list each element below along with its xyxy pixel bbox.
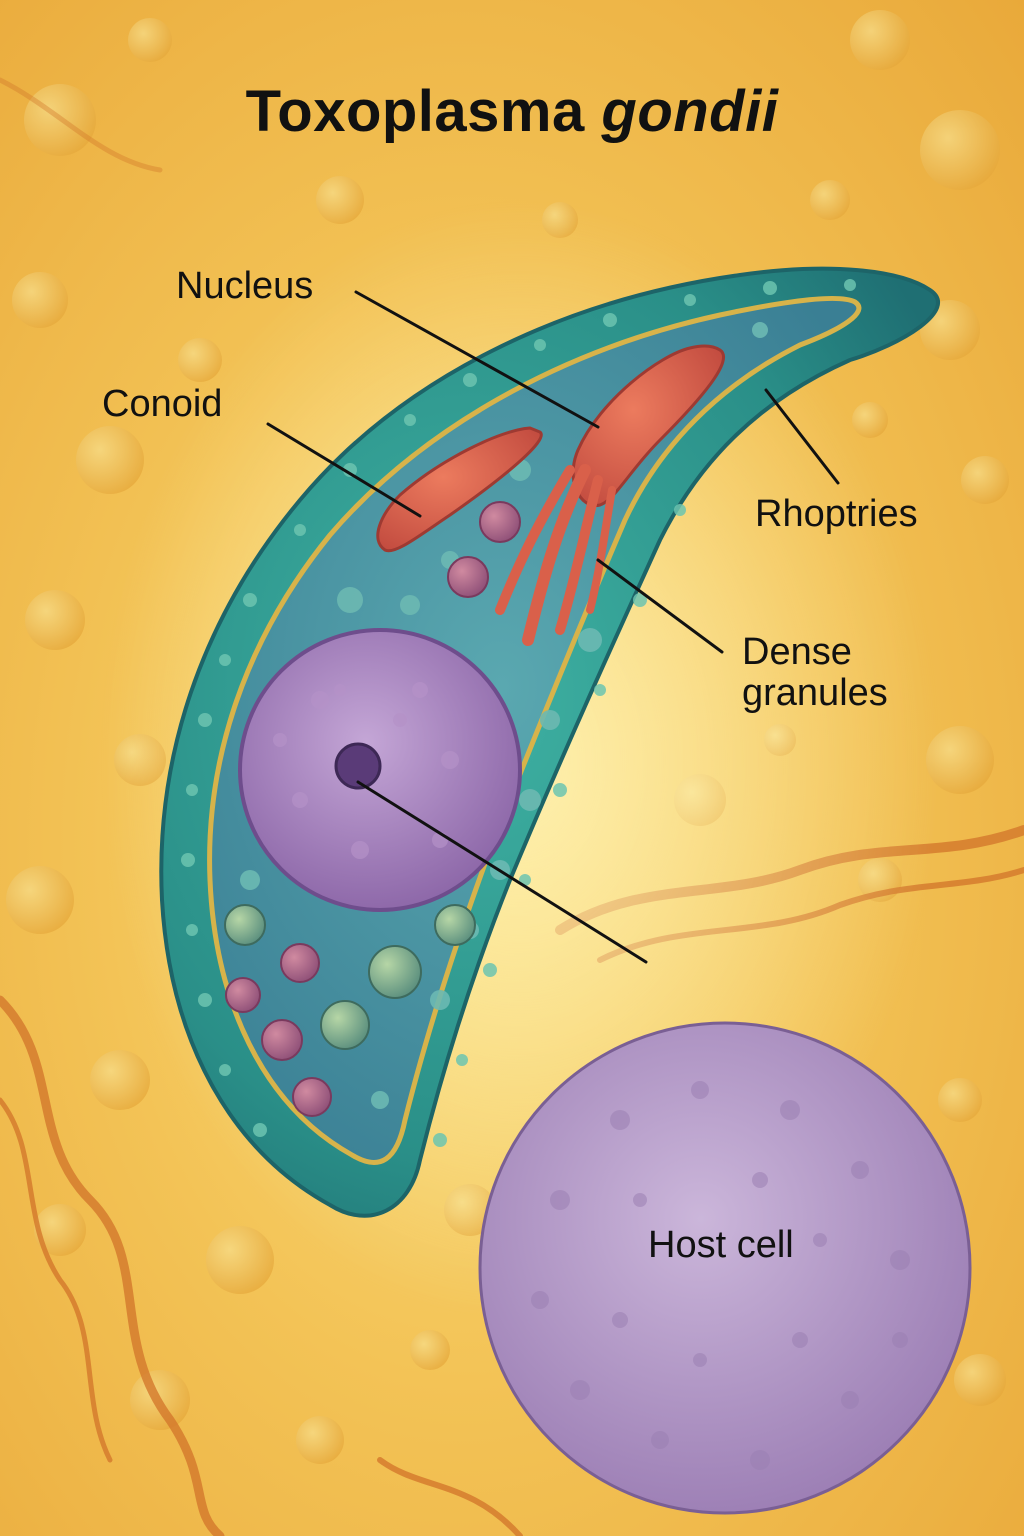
title-italic: gondii xyxy=(601,79,779,144)
conoid-leader-line xyxy=(266,422,422,518)
dense-granules-cluster xyxy=(224,904,476,1117)
diagram-title: Toxoplasma gondii xyxy=(0,78,1024,145)
rhoptries-leader-line xyxy=(764,388,840,485)
parasite-nucleus xyxy=(238,628,522,912)
label-conoid: Conoid xyxy=(102,383,223,425)
background-cells xyxy=(6,10,1009,1464)
label-host-cell: Host cell xyxy=(648,1224,794,1266)
label-nucleus: Nucleus xyxy=(176,265,314,307)
label-rhoptries: Rhoptries xyxy=(755,493,918,535)
title-regular: Toxoplasma xyxy=(245,79,585,144)
nucleus-leader-line xyxy=(354,290,600,429)
label-dense-granules-line2: granules xyxy=(742,672,888,715)
dense-granules-leader-line xyxy=(596,558,724,654)
leader-lines xyxy=(266,290,840,964)
label-dense-granules: Dense granules xyxy=(742,631,888,715)
parasite-nucleus-leader-line xyxy=(356,780,648,964)
apical-organelles xyxy=(376,344,726,646)
host-cell xyxy=(478,1021,972,1515)
label-dense-granules-line1: Dense xyxy=(742,631,852,673)
